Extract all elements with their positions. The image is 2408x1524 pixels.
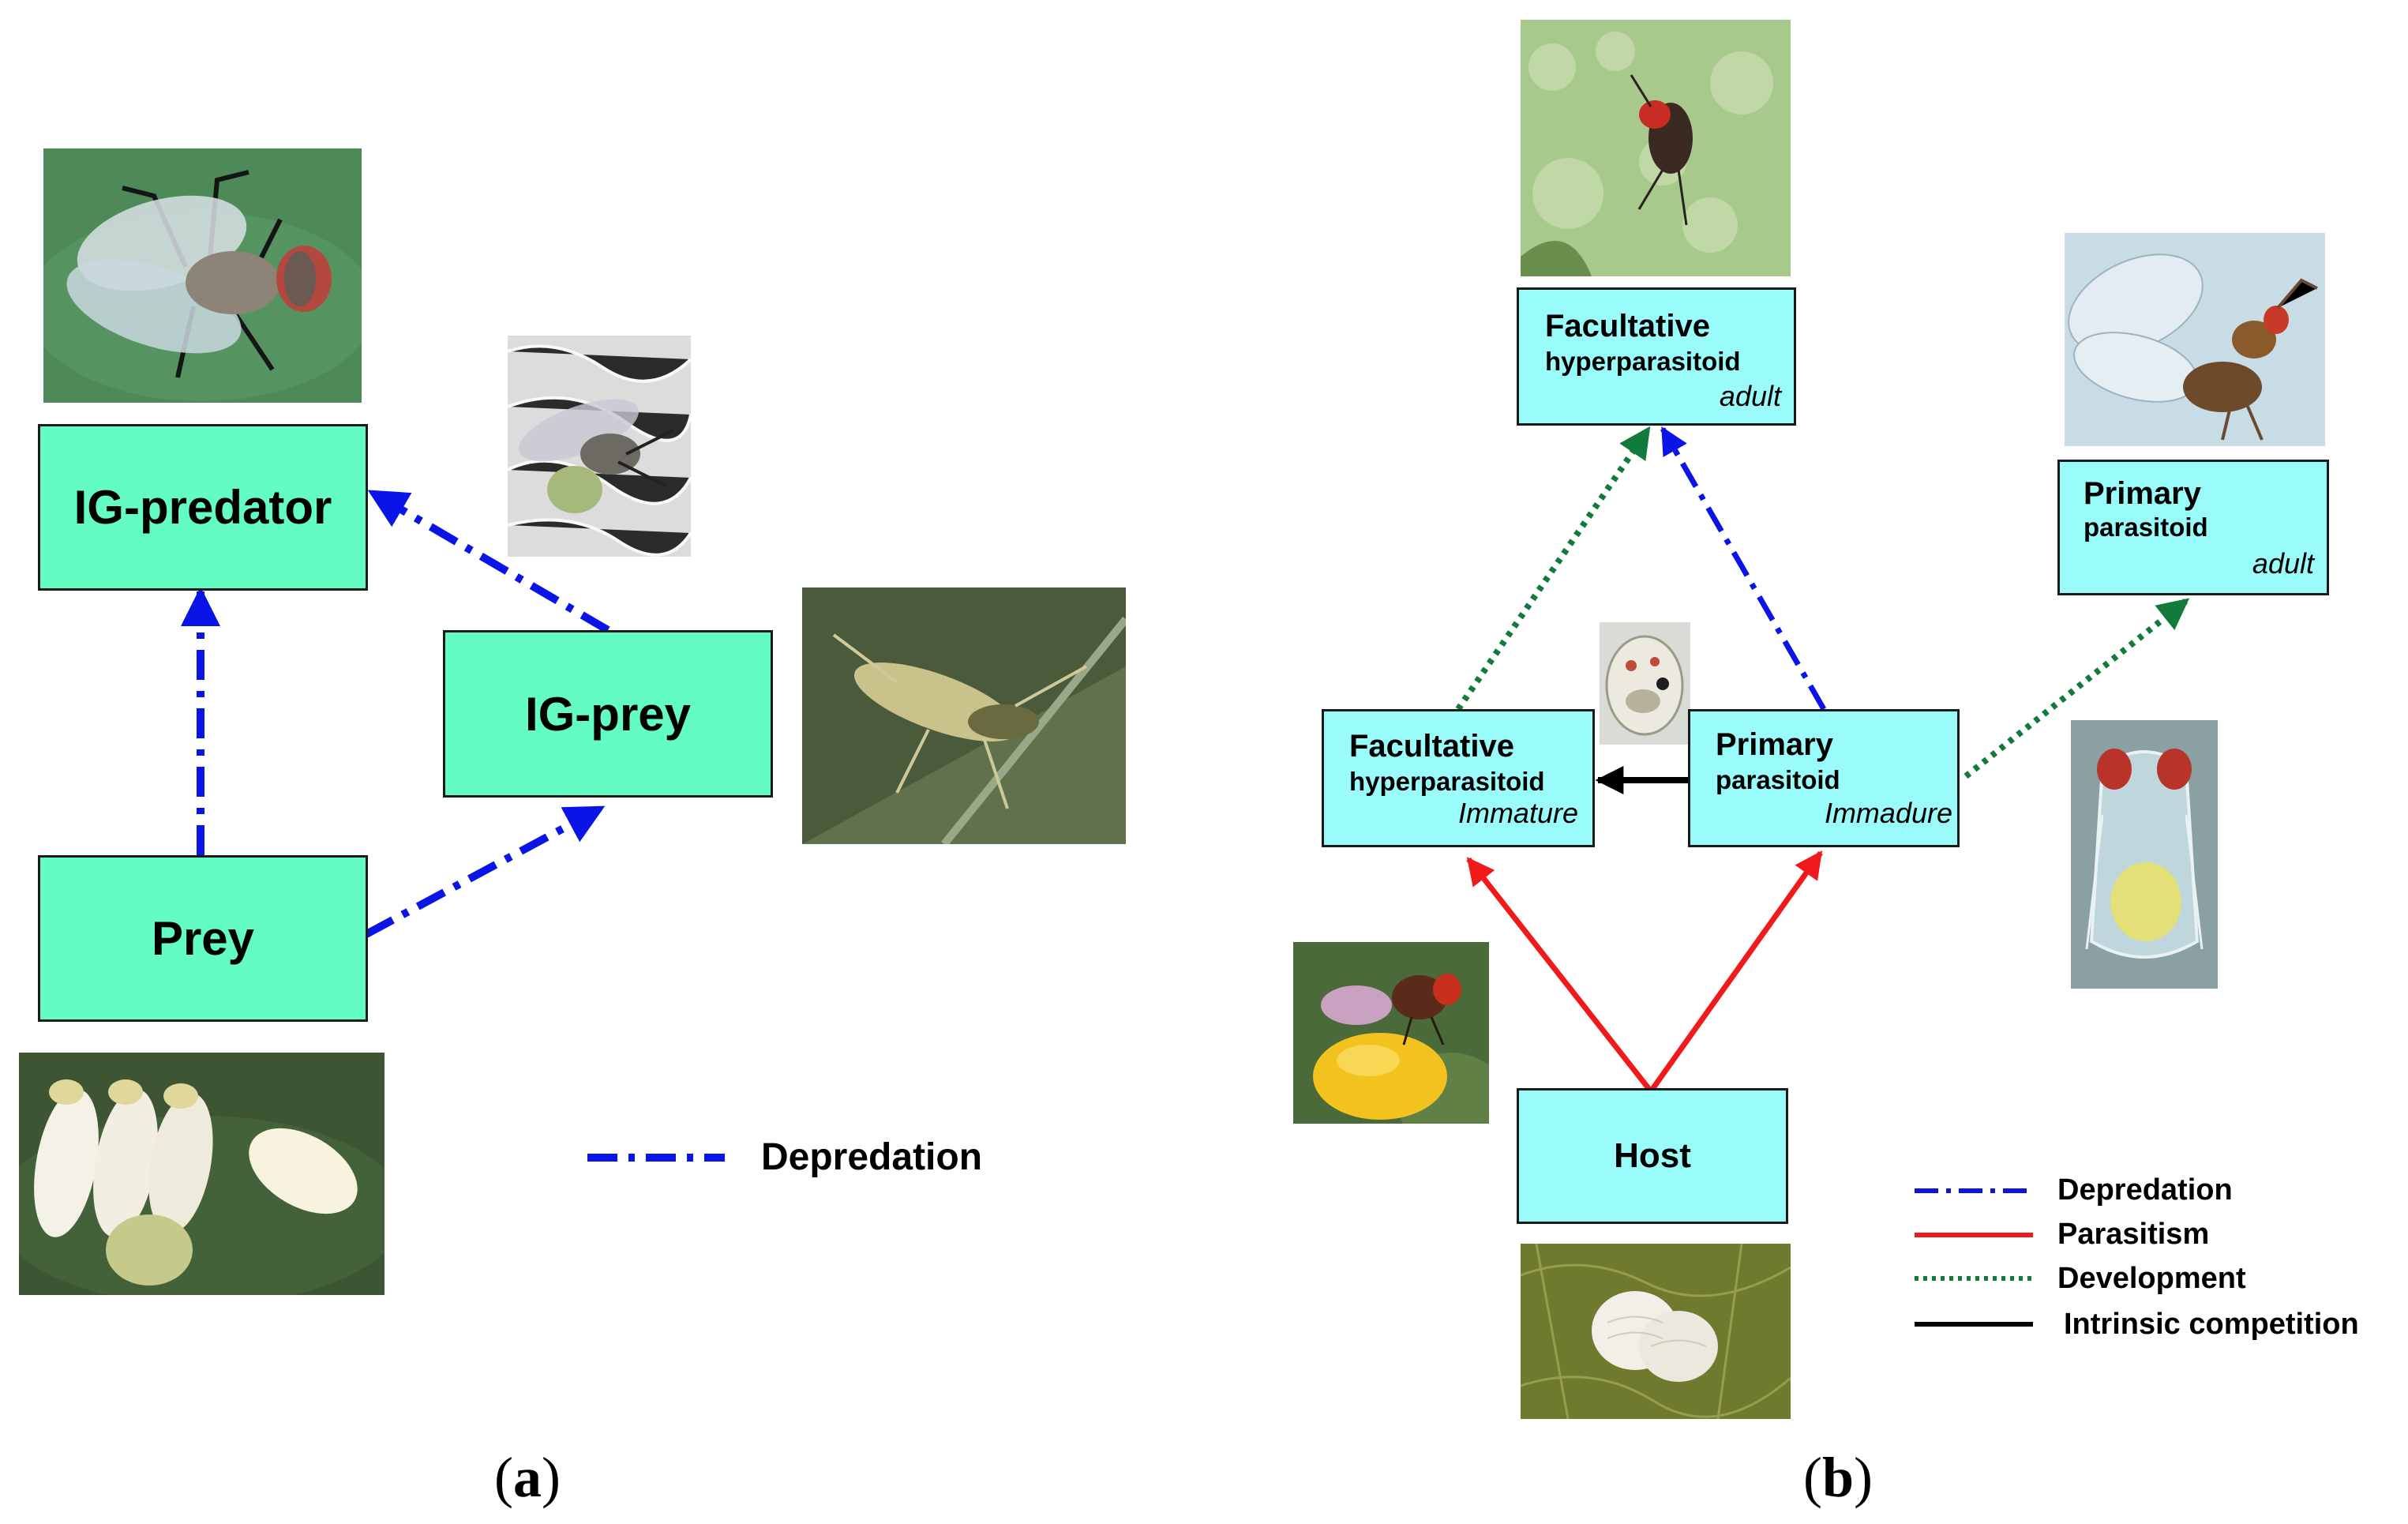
node-ig-prey-label: IG-prey xyxy=(524,687,692,741)
parasitized-host-egg-photo xyxy=(1600,622,1690,745)
node-facultative-hyperparasitoid-immature: Facultative hyperparasitoid Immature xyxy=(1322,709,1595,847)
caption-a-close: ) xyxy=(541,1446,561,1509)
caption-b: (b) xyxy=(1803,1445,1873,1511)
legend-b-depredation-label: Depredation xyxy=(2057,1173,2233,1207)
node-ig-prey: IG-prey xyxy=(443,630,773,798)
caption-b-close: ) xyxy=(1854,1446,1874,1509)
prey-whitefly-photo xyxy=(19,1053,384,1295)
facultative-hyperparasitoid-adult-photo xyxy=(1521,20,1791,276)
ig-prey-fly-on-net-photo xyxy=(508,336,691,557)
caption-a: (a) xyxy=(494,1445,561,1511)
node-primary-parasitoid-adult: Primary parasitoid adult xyxy=(2057,460,2329,595)
legend-b-development-label: Development xyxy=(2057,1262,2246,1295)
caption-b-letter: b xyxy=(1821,1446,1855,1509)
pp-adult-line2: parasitoid xyxy=(2084,512,2208,542)
pp-adult-line1: Primary xyxy=(2084,476,2201,511)
ig-predator-fly-photo xyxy=(43,148,362,403)
fh-immature-line2: hyperparasitoid xyxy=(1349,767,1545,796)
fh-adult-line1: Facultative xyxy=(1545,309,1710,343)
node-host-label: Host xyxy=(1614,1136,1691,1175)
fh-immature-line1: Facultative xyxy=(1349,729,1514,764)
arrow-host-to-pp-immature xyxy=(1648,850,1823,1094)
caption-a-letter: a xyxy=(512,1446,542,1509)
arrow-prey-to-ig-prey xyxy=(364,804,606,938)
node-prey: Prey xyxy=(38,855,368,1022)
host-egg-photo xyxy=(1521,1244,1791,1419)
node-host: Host xyxy=(1517,1088,1788,1224)
pp-immature-line1: Primary xyxy=(1716,727,1833,762)
arrow-fh-immature-to-fh-adult xyxy=(1455,426,1652,711)
node-facultative-hyperparasitoid-adult: Facultative hyperparasitoid adult xyxy=(1517,287,1796,426)
pp-immature-line2: parasitoid xyxy=(1716,765,1840,794)
legend-b-parasitism-label: Parasitism xyxy=(2057,1218,2210,1251)
facultative-hyperparasitoid-on-egg-photo xyxy=(1293,942,1489,1124)
arrow-pp-immature-to-fh-adult xyxy=(1660,426,1827,711)
ig-prey-bug-photo xyxy=(802,587,1126,844)
primary-parasitoid-pupa-photo xyxy=(2071,720,2218,989)
fh-immature-line3: Immature xyxy=(1457,797,1578,829)
node-ig-predator-label: IG-predator xyxy=(73,481,332,534)
legend-a-depredation-label: Depredation xyxy=(761,1136,983,1178)
arrow-ig-prey-to-ig-predator xyxy=(367,488,610,634)
node-prey-label: Prey xyxy=(151,912,255,965)
node-primary-parasitoid-immature: Primary parasitoid Immadure xyxy=(1688,709,1960,847)
fh-adult-line2: hyperparasitoid xyxy=(1545,347,1741,376)
primary-parasitoid-adult-photo xyxy=(2065,233,2325,446)
fh-adult-line3: adult xyxy=(1719,380,1781,412)
caption-a-open: ( xyxy=(494,1446,513,1509)
arrow-pp-immature-to-pp-adult xyxy=(1964,597,2190,779)
legend-b-competition-label: Intrinsic competition xyxy=(2064,1308,2359,1341)
pp-adult-line3: adult xyxy=(2252,547,2314,580)
pp-immature-line3: Immadure xyxy=(1824,797,1952,829)
node-ig-predator: IG-predator xyxy=(38,424,368,591)
caption-b-open: ( xyxy=(1803,1446,1822,1509)
arrow-host-to-fh-immature xyxy=(1466,857,1653,1094)
